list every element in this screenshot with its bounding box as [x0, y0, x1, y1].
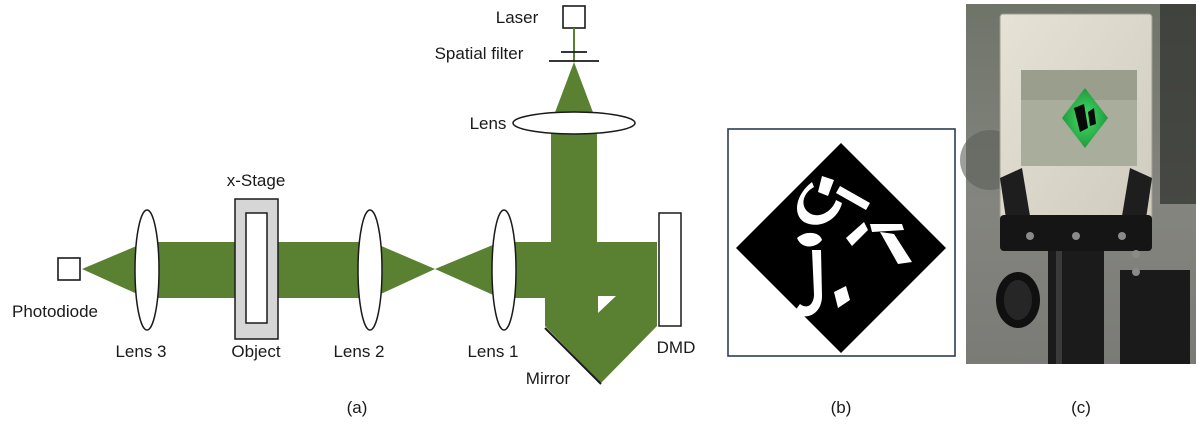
beam-cone-from-filter: [551, 62, 597, 123]
photodiode-icon: [57, 257, 81, 281]
label-object: Object: [231, 342, 280, 361]
laser-beam: [82, 62, 657, 383]
caption-c: (c): [1071, 398, 1091, 417]
pattern-stroke-eye: [797, 232, 822, 247]
label-lens-3: Lens 3: [115, 342, 166, 361]
photo-clamp-screw-2: [1132, 268, 1140, 276]
lens-2-icon: [357, 209, 383, 331]
photo-post-right: [1160, 4, 1196, 204]
lens-top-icon: [512, 111, 636, 135]
label-lens: Lens: [470, 114, 507, 133]
photo-pattern-mark: [1074, 104, 1096, 132]
beam-diverge-from-focus: [372, 242, 435, 298]
label-mirror: Mirror: [526, 369, 571, 388]
pattern-stroke-j: [794, 250, 822, 317]
photo-knob-ring: [1004, 280, 1032, 320]
label-photodiode: Photodiode: [12, 302, 98, 321]
mirror-icon: [544, 327, 602, 385]
pattern-stroke-curve: [818, 176, 834, 196]
panel-c-photo: (c): [960, 4, 1196, 417]
caption-b: (b): [831, 398, 852, 417]
beam-dmd-to-mirror: [545, 242, 657, 383]
pattern-stroke-slab: [880, 232, 912, 264]
pattern-diamond: [736, 143, 946, 353]
beam-converge-to-photodiode: [82, 242, 146, 298]
label-laser: Laser: [496, 8, 539, 27]
photo-window-shade: [1021, 70, 1137, 100]
object-icon: [245, 212, 268, 324]
pattern-characters: [794, 176, 912, 317]
dmd-icon: [658, 212, 682, 327]
panel-b-dmd-pattern: (b): [727, 128, 956, 417]
pattern-stroke-diagonal: [836, 186, 870, 210]
beam-fold-gap: [598, 296, 616, 313]
label-x-stage: x-Stage: [227, 171, 286, 190]
lens-1-icon: [491, 209, 517, 331]
photo-clamp-screw-1: [1132, 250, 1140, 258]
label-spatial-filter: Spatial filter: [435, 44, 524, 63]
label-lens-1: Lens 1: [467, 342, 518, 361]
photo-screw-mid: [1072, 232, 1080, 240]
photo-screw-right: [1118, 232, 1126, 240]
photo-screw-left: [1026, 232, 1034, 240]
photo-post-highlight: [1056, 251, 1062, 364]
pattern-stroke-ramp: [846, 222, 868, 246]
photo-post-clamp: [1120, 270, 1190, 364]
panel-a-optical-setup: Laser Spatial filter Lens DMD Mirror Len…: [12, 5, 696, 417]
pattern-stroke-tail: [834, 286, 850, 308]
lens-3-icon: [134, 209, 160, 331]
caption-a: (a): [347, 398, 368, 417]
label-lens-2: Lens 2: [333, 342, 384, 361]
laser-icon: [562, 5, 586, 29]
pattern-stroke-bar: [870, 224, 904, 232]
beam-converge-to-focus: [435, 242, 500, 298]
label-dmd: DMD: [657, 338, 696, 357]
pattern-stroke-hook: [797, 182, 842, 225]
